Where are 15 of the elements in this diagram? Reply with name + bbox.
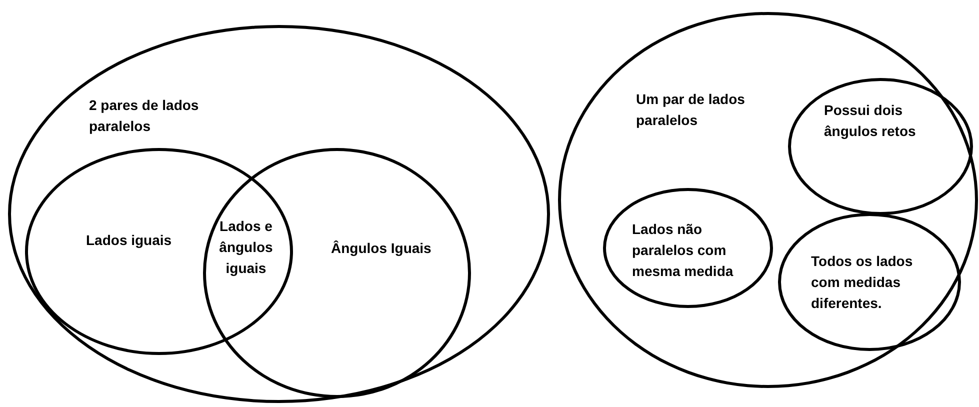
ellipse-region [603, 188, 773, 308]
intersection-label: Lados e ângulos iguais [218, 217, 274, 278]
region-label: Lados iguais [86, 231, 173, 250]
region-label: Um par de lados paralelos [636, 90, 746, 130]
ellipse-region [778, 213, 961, 351]
region-label: Lados não paralelos com mesma medida [632, 220, 734, 281]
ellipse-region [25, 148, 293, 355]
region-label: Possui dois ângulos retos [824, 101, 917, 141]
ellipse-region [203, 148, 471, 398]
region-label: Todos os lados com medidas diferentes. [811, 252, 914, 313]
region-label: Ângulos Iguais [331, 239, 432, 258]
ellipse-region [558, 12, 978, 388]
ellipse-region [788, 78, 973, 215]
ellipse-region [8, 25, 550, 403]
region-label: 2 pares de lados paralelos [89, 96, 200, 136]
